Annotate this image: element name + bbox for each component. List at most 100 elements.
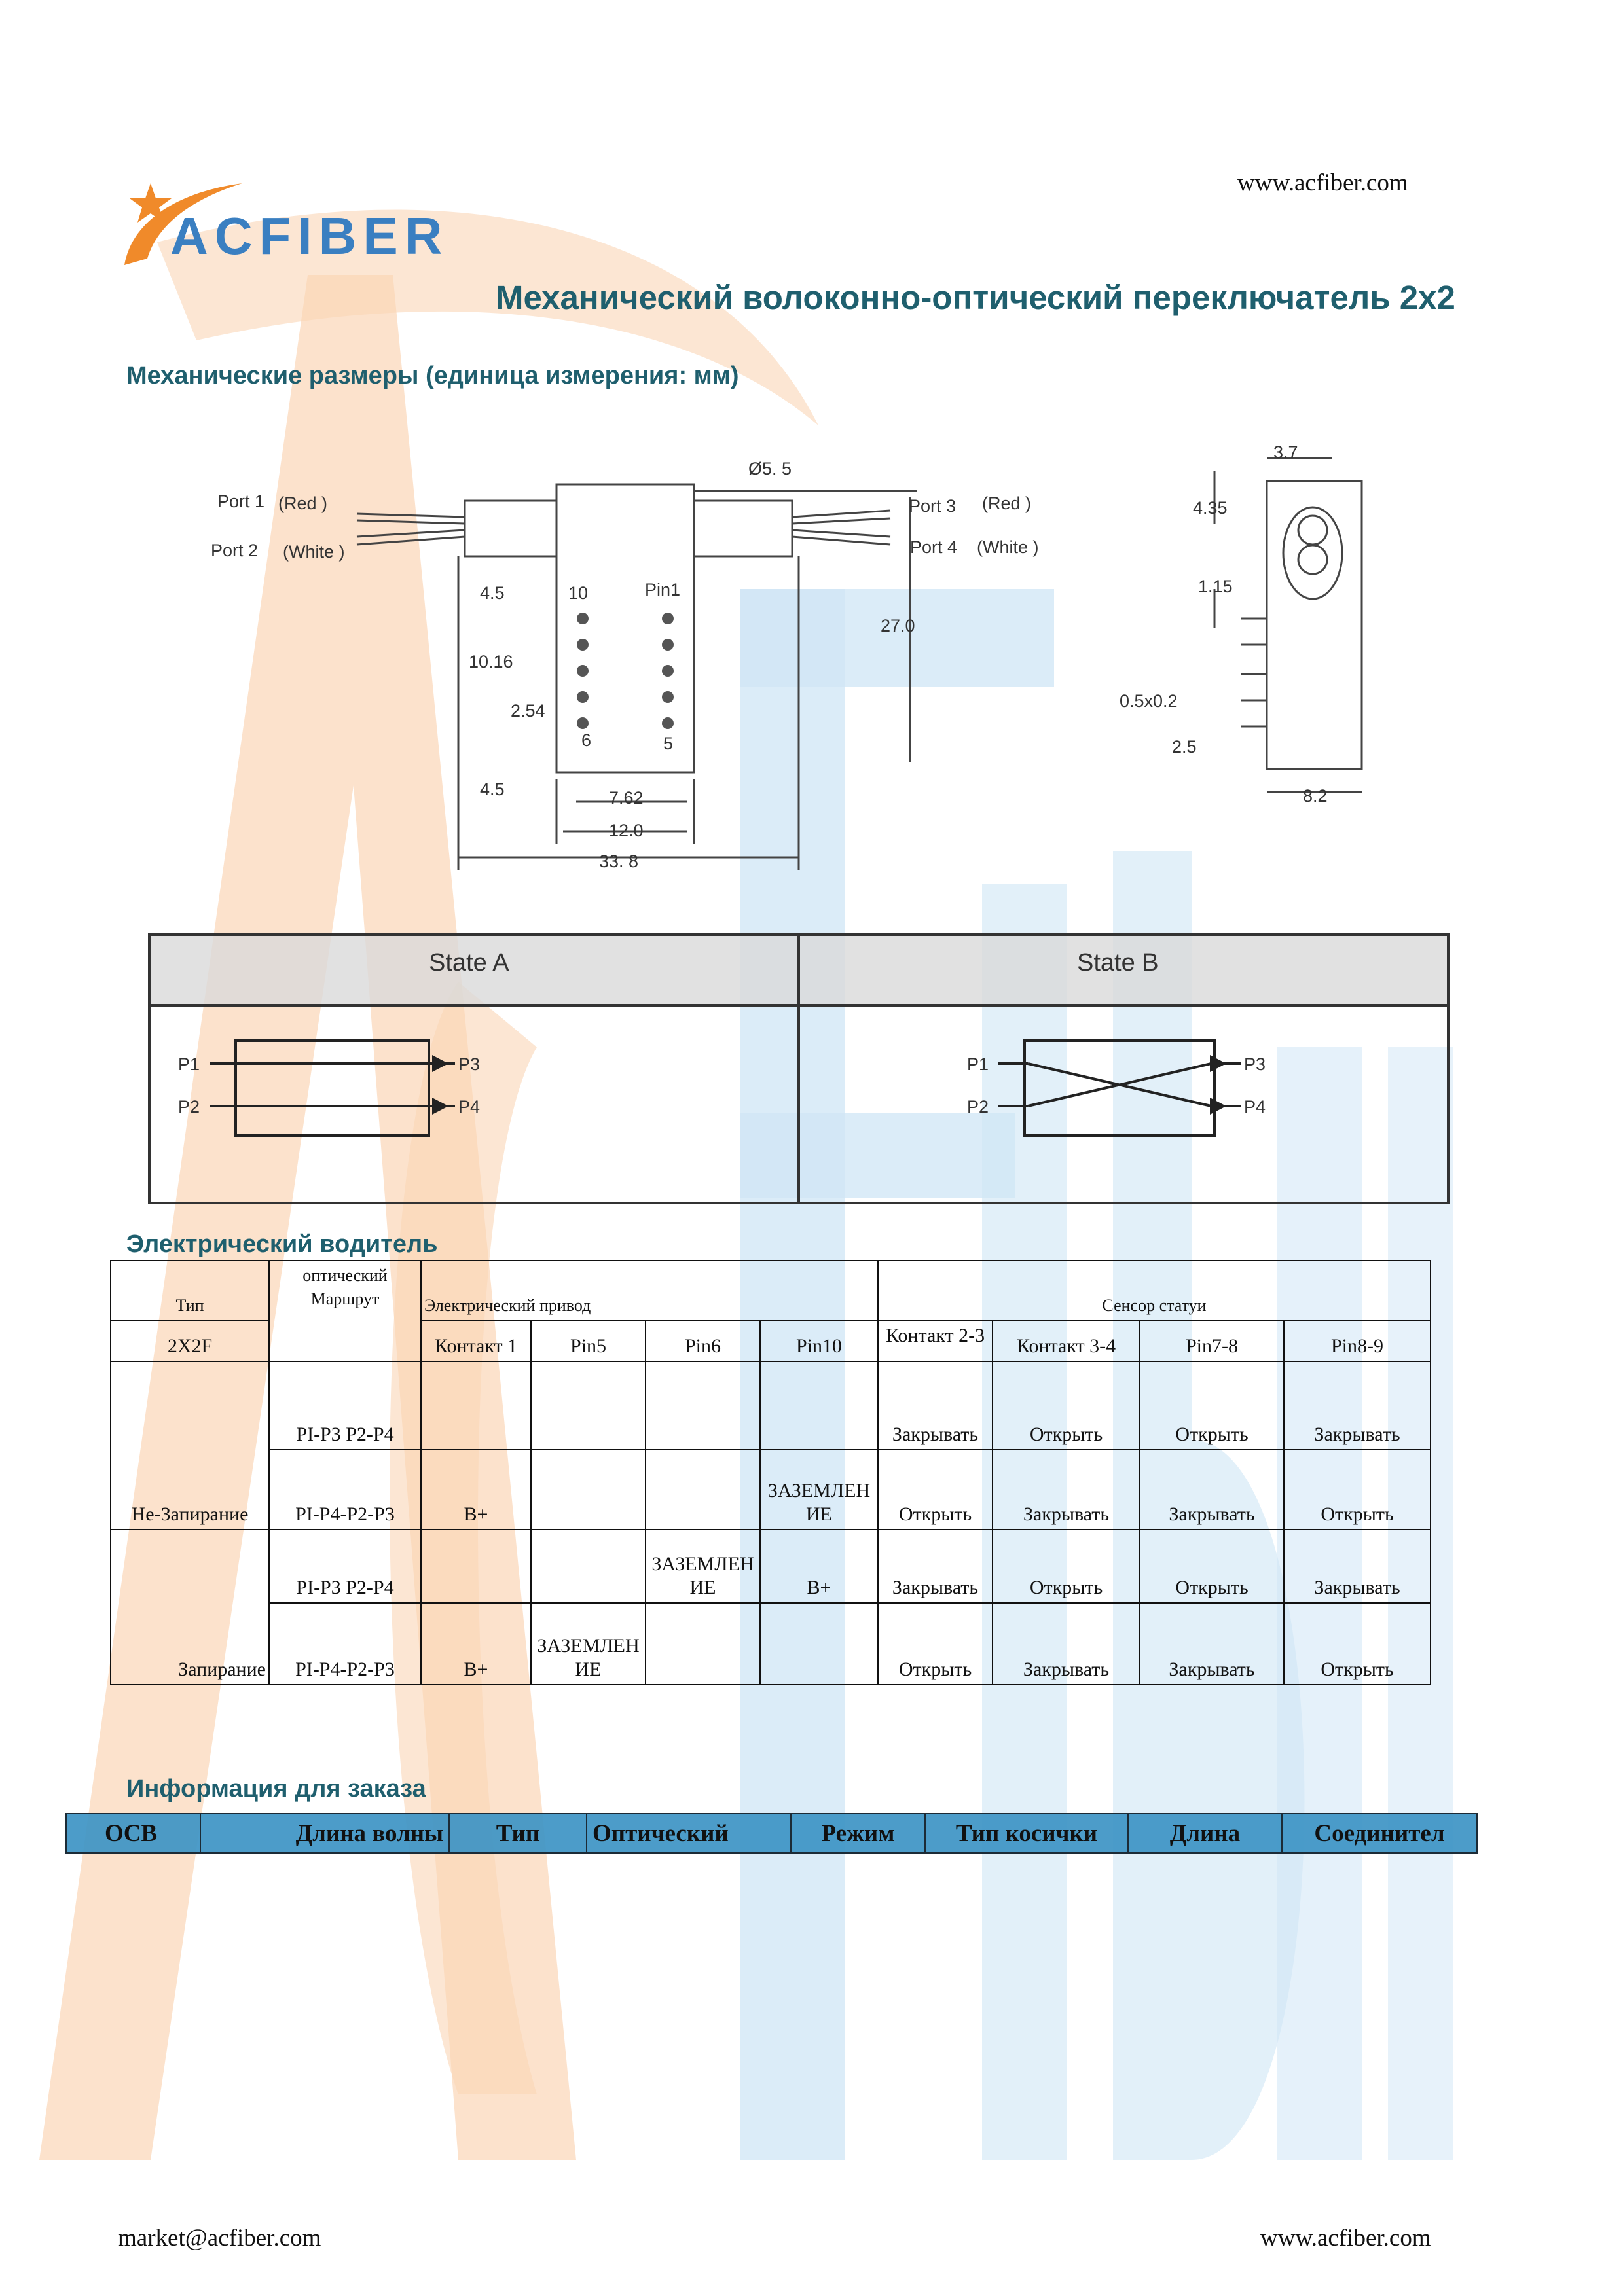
head-pin10: Pin10 — [759, 1320, 879, 1362]
state-diagram: State A State B P1 P2 P3 P4 P1 P2 P3 — [148, 933, 1450, 1204]
label-red2: (Red ) — [982, 493, 1031, 513]
label-port4: Port 4 — [910, 537, 957, 557]
mechanical-drawing: Port 1 (Red ) Port 2 (White ) Port 3 (Re… — [211, 442, 1363, 871]
row-s1: Открыть — [877, 1602, 994, 1685]
page-title: Механический волоконно-оптический перекл… — [496, 279, 1455, 316]
arrow-a1 — [432, 1055, 448, 1072]
row-s2: Открыть — [992, 1361, 1141, 1450]
row-pin6: ЗАЗЕМЛЕНИЕ — [645, 1529, 761, 1604]
state-a-title: State A — [429, 949, 509, 977]
head-route-cont — [268, 1321, 422, 1362]
label-s82: 8.2 — [1303, 786, 1328, 806]
row-route: PI-P3 P2-P4 — [268, 1361, 422, 1450]
footer-website[interactable]: www.acfiber.com — [1260, 2225, 1431, 2251]
label-s05: 0.5x0.2 — [1120, 691, 1178, 711]
dim-lines — [457, 490, 917, 870]
row-type — [110, 1361, 270, 1450]
row-s3: Закрывать — [1139, 1449, 1285, 1530]
side-body — [1266, 480, 1363, 770]
footer-email[interactable]: market@acfiber.com — [118, 2225, 321, 2251]
label-p5: 5 — [663, 734, 673, 753]
state-a-p2: P2 — [178, 1097, 200, 1117]
row-s1: Закрывать — [877, 1361, 994, 1450]
head-c23: Контакт 2-3 — [877, 1320, 994, 1362]
logo-star-icon — [124, 183, 242, 265]
label-p6: 6 — [581, 730, 591, 750]
order-header-row: OCB Длина волны Тип Оптический Режим Тип… — [65, 1813, 1478, 1854]
switch-body — [555, 483, 695, 774]
label-d120: 12.0 — [609, 821, 644, 840]
row-type — [110, 1529, 270, 1603]
row-pin6 — [645, 1361, 761, 1450]
fiber-port4 — [792, 529, 891, 546]
pin-grid — [577, 613, 674, 729]
head-pin78: Pin7-8 — [1139, 1320, 1285, 1362]
head-sensor: Сенсор статуи — [877, 1260, 1432, 1321]
row-s3: Открыть — [1139, 1529, 1285, 1604]
row-s2: Закрывать — [992, 1602, 1141, 1685]
table-row-head1: Тип оптический Маршрут Электрический при… — [110, 1260, 1432, 1321]
logo-text: ACFIBER — [170, 207, 449, 265]
head-drive: Электрический привод — [420, 1260, 879, 1321]
row-pin10 — [759, 1602, 879, 1685]
label-d254: 2.54 — [511, 701, 545, 721]
fiber-port3 — [792, 509, 891, 525]
state-a-p1: P1 — [178, 1054, 200, 1074]
side-ferrule — [1282, 506, 1343, 600]
state-a-p4: P4 — [458, 1097, 480, 1117]
row-route: PI-P3 P2-P4 — [268, 1529, 422, 1604]
side-pins — [1241, 617, 1267, 728]
mech-heading: Механические размеры (единица измерения:… — [126, 362, 739, 389]
right-sleeve — [693, 499, 793, 558]
row-s3: Закрывать — [1139, 1602, 1285, 1685]
order-col-connector: Соединител — [1281, 1813, 1478, 1854]
label-s115: 1.15 — [1198, 577, 1233, 596]
head-route: оптический Маршрут — [268, 1260, 422, 1321]
electric-heading: Электрический водитель — [126, 1230, 438, 1258]
header-website: www.acfiber.com — [1237, 170, 1408, 196]
state-b-box — [1023, 1039, 1216, 1137]
label-white2: (White ) — [977, 537, 1039, 557]
label-d338: 33. 8 — [599, 852, 638, 871]
order-col-wavelength: Длина волны — [200, 1813, 450, 1854]
row-pin5: ЗАЗЕМЛЕНИЕ — [530, 1602, 646, 1685]
state-b-p3: P3 — [1244, 1054, 1266, 1074]
label-port3: Port 3 — [909, 496, 956, 516]
row-s2: Закрывать — [992, 1449, 1141, 1530]
head-c1: Контакт 1 — [420, 1320, 532, 1362]
label-port1: Port 1 — [217, 492, 264, 511]
order-col-length: Длина — [1127, 1813, 1283, 1854]
row-pin6 — [645, 1449, 761, 1530]
fiber-port2 — [356, 529, 465, 546]
side-dims — [1213, 457, 1362, 793]
row-pin10 — [759, 1361, 879, 1450]
order-col-optical: Оптический — [586, 1813, 792, 1854]
row-c1: B+ — [420, 1602, 532, 1685]
row-s4: Закрывать — [1283, 1529, 1432, 1604]
label-red1: (Red ) — [278, 493, 327, 513]
state-a-p3: P3 — [458, 1054, 480, 1074]
fiber-port1 — [356, 512, 465, 525]
state-b-p1: P1 — [967, 1054, 989, 1074]
order-heading: Информация для заказа — [126, 1775, 426, 1803]
order-col-mode: Режим — [790, 1813, 926, 1854]
side-hole-top — [1297, 514, 1328, 546]
row-pin5 — [530, 1361, 646, 1450]
state-b-title: State B — [1077, 949, 1159, 977]
head-c34: Контакт 3-4 — [992, 1320, 1141, 1362]
row-pin5 — [530, 1449, 646, 1530]
side-hole-bottom — [1297, 544, 1328, 575]
row-pin5 — [530, 1529, 646, 1604]
row-c1 — [420, 1361, 532, 1450]
row-pin6 — [645, 1602, 761, 1685]
left-sleeve — [464, 499, 558, 558]
row-route: PI-P4-P2-P3 — [268, 1602, 422, 1685]
state-b-p2: P2 — [967, 1097, 989, 1117]
row-type: Не-Запирание — [110, 1450, 270, 1530]
head-pin6: Pin6 — [645, 1320, 761, 1362]
label-s435: 4.35 — [1193, 498, 1228, 518]
row-c1: B+ — [420, 1449, 532, 1530]
row-s1: Открыть — [877, 1449, 994, 1530]
table-row: PI-P3 P2-P4 Закрывать Открыть Открыть За… — [110, 1361, 1432, 1450]
electric-table: Тип оптический Маршрут Электрический при… — [110, 1260, 1432, 1685]
